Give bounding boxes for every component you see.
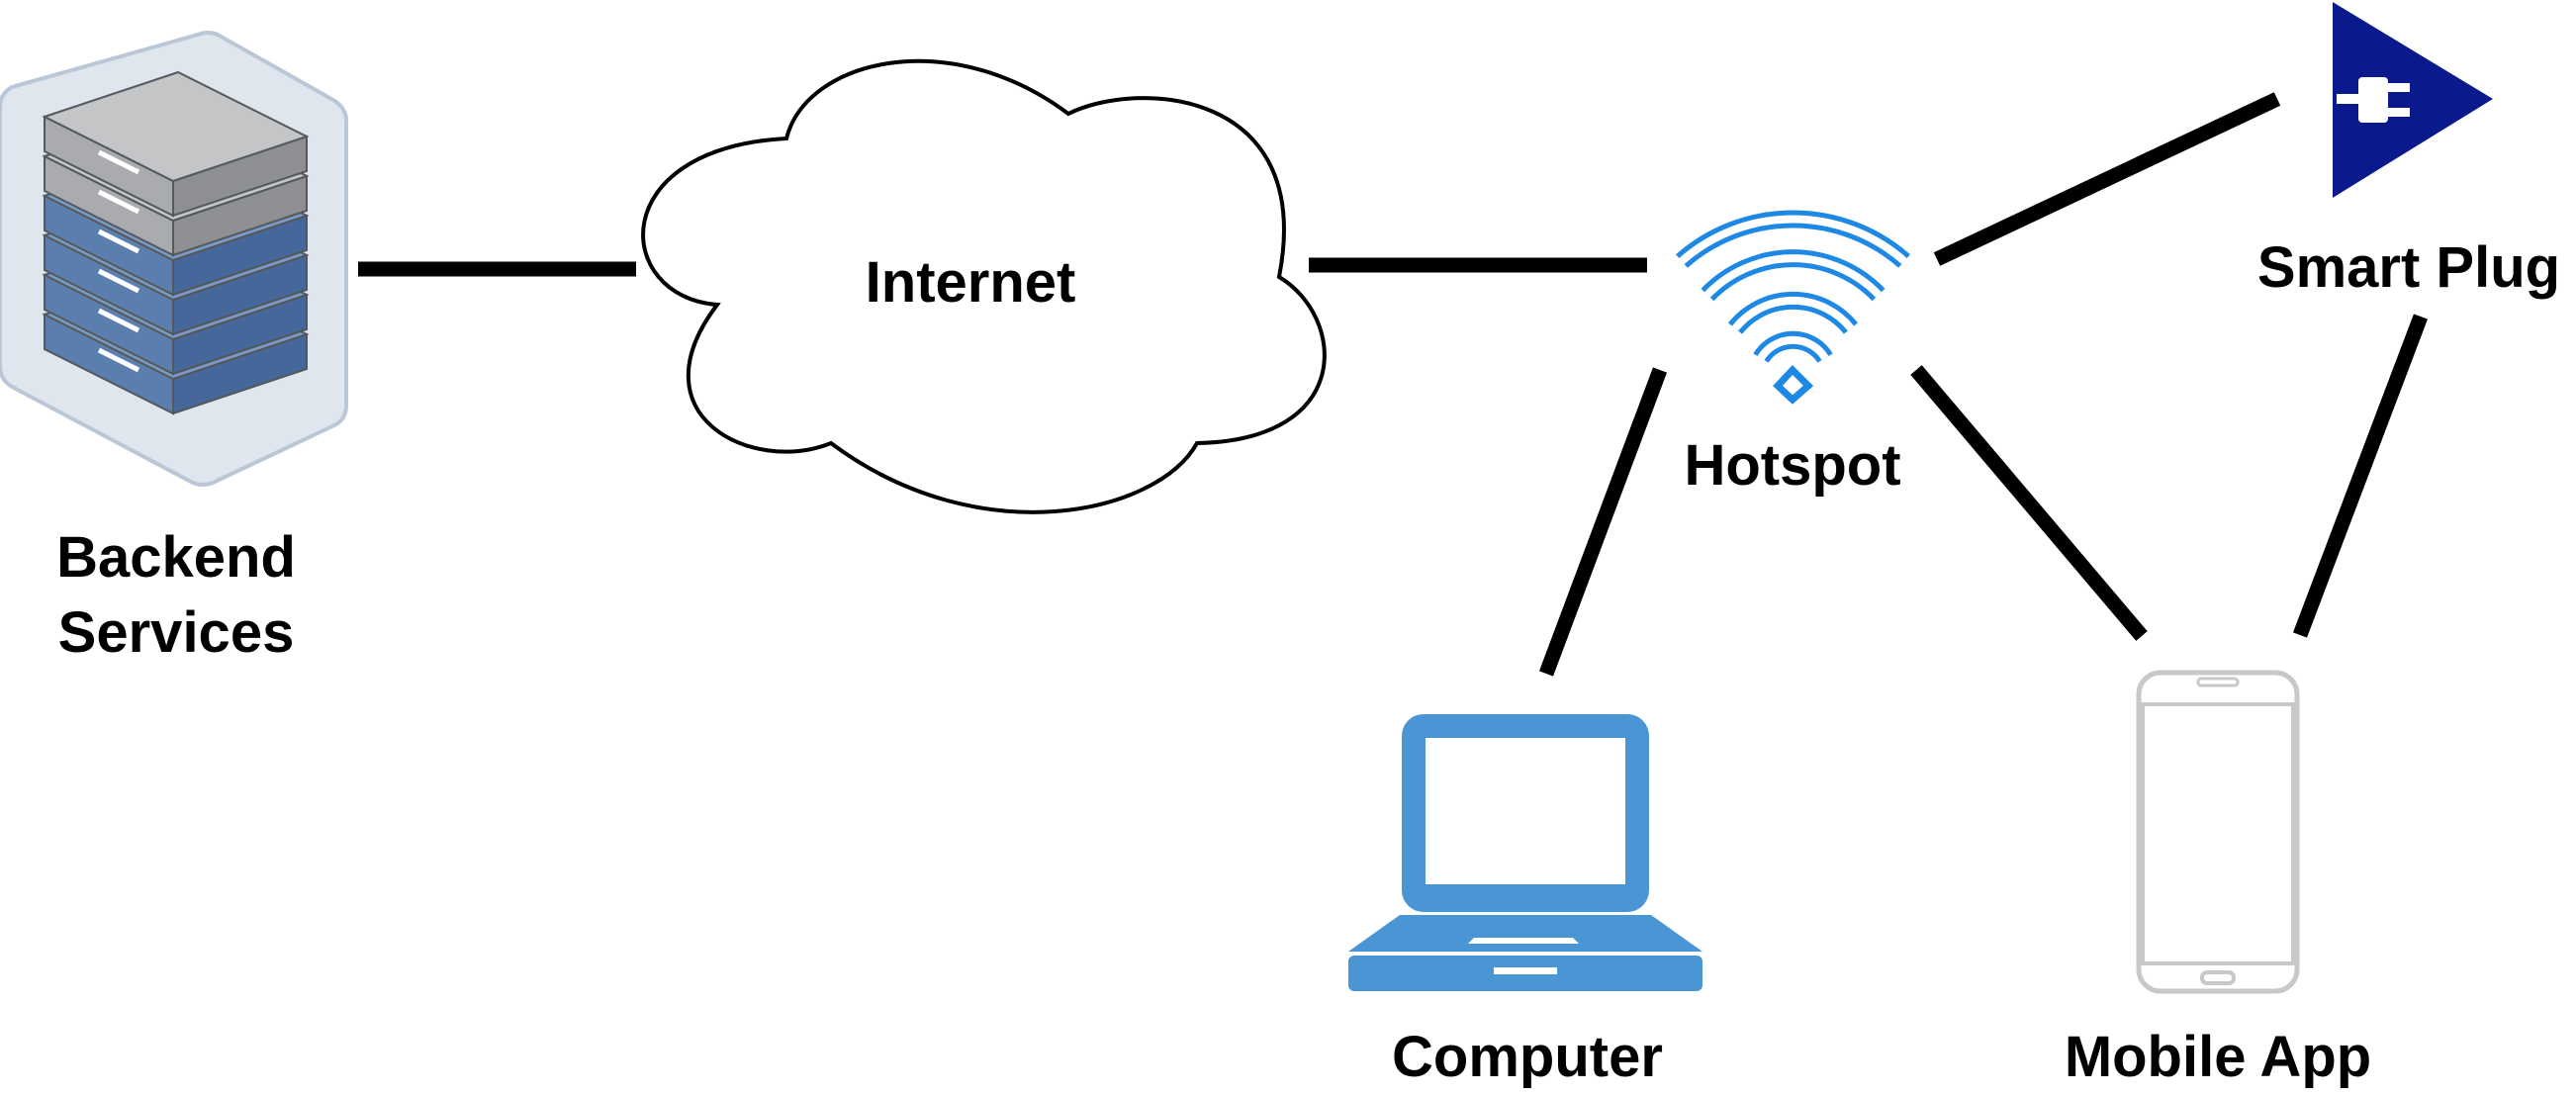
cloud-icon <box>641 58 1327 514</box>
server-unit-top <box>42 70 310 183</box>
server-unit-slot <box>97 189 140 215</box>
server-unit-slot <box>97 149 140 175</box>
smart-plug-label: Smart Plug <box>2257 235 2560 300</box>
mobile-app-label: Mobile App <box>2065 1025 2371 1089</box>
hotspot-label: Hotspot <box>1684 433 1900 498</box>
plug-icon <box>2333 2 2493 198</box>
server-rack-icon <box>0 31 348 487</box>
server-unit-slot <box>97 308 140 333</box>
smartphone-icon <box>2136 670 2300 994</box>
backend-label-line1: Backend <box>56 525 296 590</box>
internet-label: Internet <box>866 250 1076 315</box>
server-unit-slot <box>97 347 140 373</box>
link-smartplug-mobile <box>2292 314 2429 638</box>
laptop-icon <box>1348 714 1702 991</box>
server-unit-slot <box>97 228 140 254</box>
link-hotspot-smartplug <box>1933 92 2281 266</box>
computer-label: Computer <box>1392 1025 1663 1089</box>
backend-label-line2: Services <box>58 600 295 665</box>
link-hotspot-computer <box>1538 367 1668 677</box>
server-unit-slot <box>97 268 140 294</box>
connections <box>358 92 2429 677</box>
link-hotspot-mobile <box>1910 365 2148 641</box>
wifi-icon <box>1676 210 1910 405</box>
